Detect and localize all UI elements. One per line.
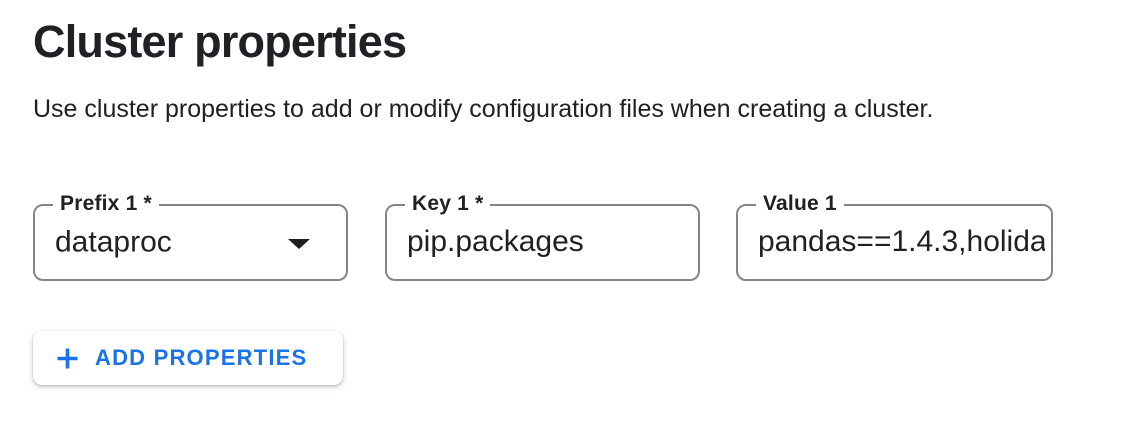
value-input[interactable] [738,206,1051,279]
dropdown-arrow-icon[interactable] [288,238,310,249]
prefix-select-value: dataproc [55,224,172,258]
key-input[interactable] [387,206,698,279]
page-description: Use cluster properties to add or modify … [33,95,934,123]
page-title: Cluster properties [33,16,407,67]
prefix-select[interactable]: Prefix 1 * dataproc [33,192,348,281]
prefix-select-label: Prefix 1 * [53,192,159,216]
plus-icon [57,348,78,368]
key-field-label: Key 1 * [405,192,491,216]
key-field: Key 1 * [385,192,700,281]
add-properties-button-label: ADD PROPERTIES [95,345,308,370]
add-properties-button[interactable]: ADD PROPERTIES [33,331,343,385]
value-field: Value 1 [736,192,1053,281]
value-field-label: Value 1 [756,192,844,216]
